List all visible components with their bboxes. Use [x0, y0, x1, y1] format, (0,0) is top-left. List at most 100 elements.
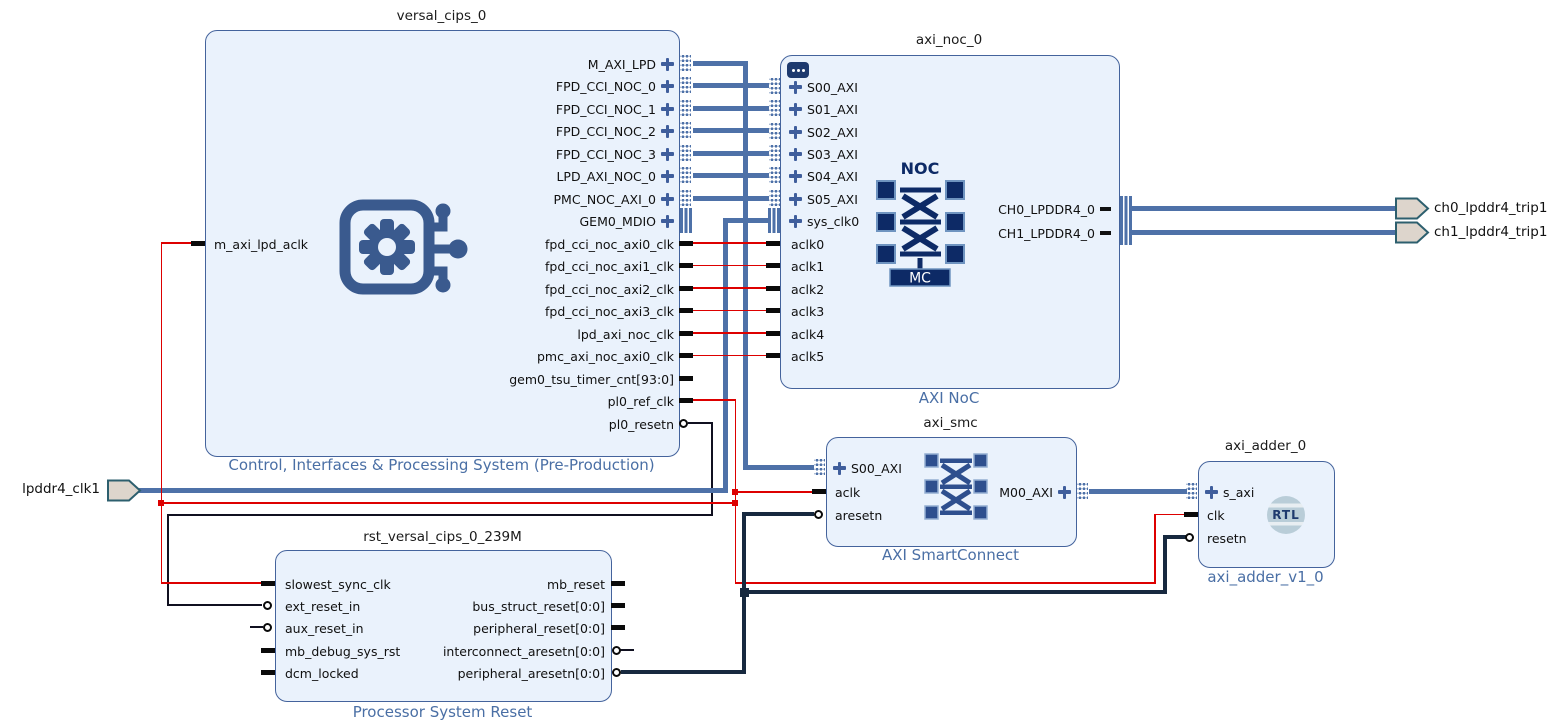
block-axi-adder[interactable]: RTL s_axi clk resetn [1198, 461, 1335, 568]
pin-stub[interactable] [611, 624, 625, 630]
block-axi-noc[interactable]: NOC MC S00_AXI S01_AXI S02_AXI S03_AXI [780, 55, 1120, 389]
pin-aclk0[interactable]: aclk0 [791, 236, 825, 252]
expand-plus-icon[interactable] [661, 147, 674, 161]
wire-pl0-resetn[interactable] [167, 514, 169, 606]
pin-aclk4[interactable]: aclk4 [791, 326, 825, 342]
wire-aclk1[interactable] [693, 264, 767, 267]
expand-plus-icon[interactable] [789, 80, 802, 94]
pin-stub[interactable] [679, 307, 693, 313]
wire-pl0-ref-clk[interactable] [1154, 513, 1156, 584]
pin-stub[interactable] [611, 602, 625, 608]
external-port-flag-ch0[interactable] [1394, 197, 1430, 220]
wire-clk-net[interactable] [161, 502, 736, 504]
pin-stub[interactable] [679, 285, 693, 291]
pin-stub[interactable] [1184, 511, 1198, 517]
pin-stub[interactable] [261, 580, 275, 586]
pin-stub-interface[interactable] [1120, 195, 1132, 221]
pin-s01-axi[interactable]: S01_AXI [789, 100, 858, 118]
wire-peripheral-aresetn[interactable] [621, 670, 746, 674]
pin-aclk1[interactable]: aclk1 [791, 258, 825, 274]
pin-stub-interface[interactable] [680, 53, 691, 73]
pin-slowest-sync-clk[interactable]: slowest_sync_clk [285, 576, 391, 592]
pin-lpd-axi-noc-clk[interactable]: lpd_axi_noc_clk [577, 326, 674, 342]
expand-plus-icon[interactable] [661, 192, 674, 206]
pin-ch1-lpddr4-0[interactable]: CH1_LPDDR4_0 [998, 224, 1111, 242]
pin-s-axi[interactable]: s_axi [1205, 483, 1254, 501]
wire-pl0-ref-clk[interactable] [735, 582, 1156, 584]
pin-stub-interface[interactable] [680, 75, 691, 95]
pin-aclk3[interactable]: aclk3 [791, 303, 825, 319]
pin-sys-clk0[interactable]: sys_clk0 [789, 212, 859, 230]
pin-stub[interactable] [191, 240, 205, 246]
pin-smc-m00-axi[interactable]: M00_AXI [999, 483, 1071, 501]
pin-stub-interface[interactable] [768, 207, 780, 233]
expand-plus-icon[interactable] [789, 192, 802, 206]
pin-gem0-mdio[interactable]: GEM0_MDIO [579, 212, 674, 230]
wire-aux-reset-stub[interactable] [250, 626, 263, 628]
expand-plus-icon[interactable] [661, 79, 674, 93]
pin-fpd-cci-noc-1[interactable]: FPD_CCI_NOC_1 [556, 100, 674, 118]
pin-adder-clk[interactable]: clk [1207, 507, 1225, 523]
pin-stub[interactable] [766, 352, 780, 358]
wire-pmc-noc-axi-0[interactable] [693, 195, 769, 201]
block-axi-smc[interactable]: S00_AXI aclk aresetn M00_AXI [826, 437, 1077, 547]
wire-fpd-cci-noc-0[interactable] [693, 83, 769, 88]
expand-plus-icon[interactable] [1205, 485, 1218, 499]
pin-s02-axi[interactable]: S02_AXI [789, 123, 858, 141]
pin-stub[interactable] [766, 330, 780, 336]
pin-stub[interactable] [679, 262, 693, 268]
pin-fpd-cci-noc-axi3-clk[interactable]: fpd_cci_noc_axi3_clk [545, 303, 674, 319]
wire-aclk0[interactable] [693, 242, 767, 244]
expand-plus-icon[interactable] [789, 125, 802, 139]
pin-mb-debug-sys-rst[interactable]: mb_debug_sys_rst [285, 643, 401, 659]
wire-m-axi-lpd[interactable] [743, 464, 814, 470]
expand-plus-icon[interactable] [789, 102, 802, 116]
pin-pmc-axi-noc-axi0-clk[interactable]: pmc_axi_noc_axi0_clk [536, 348, 674, 364]
pin-stub-interface[interactable] [1186, 481, 1197, 501]
wire-aclk3[interactable] [693, 309, 767, 312]
pin-smc-s00-axi[interactable]: S00_AXI [833, 459, 902, 477]
pin-fpd-cci-noc-axi1-clk[interactable]: fpd_cci_noc_axi1_clk [545, 258, 674, 274]
pin-stub-interface[interactable] [680, 188, 691, 208]
pin-fpd-cci-noc-2[interactable]: FPD_CCI_NOC_2 [556, 122, 674, 140]
pin-fpd-cci-noc-0[interactable]: FPD_CCI_NOC_0 [556, 77, 674, 95]
pin-stub[interactable] [261, 669, 275, 675]
wire-pl0-ref-clk[interactable] [735, 491, 812, 493]
pin-stub[interactable] [766, 240, 780, 246]
pin-stub-active-low[interactable] [611, 667, 621, 677]
pin-gem0-tsu-timer-cnt[interactable]: gem0_tsu_timer_cnt[93:0] [509, 371, 674, 387]
wire-clk-net[interactable] [160, 242, 162, 584]
pin-stub[interactable] [679, 397, 693, 403]
pin-peripheral-aresetn[interactable]: peripheral_aresetn[0:0] [457, 665, 605, 681]
pin-stub-interface[interactable] [680, 120, 691, 140]
wire-peripheral-aresetn[interactable] [1163, 535, 1167, 594]
block-versal-cips[interactable]: m_axi_lpd_aclk M_AXI_LPD FPD_CCI_NOC_0 F… [205, 30, 680, 457]
pin-stub[interactable] [261, 647, 275, 653]
pin-smc-aresetn[interactable]: aresetn [835, 507, 883, 523]
wire-clk-net[interactable] [161, 242, 192, 244]
expand-plus-icon[interactable] [1058, 485, 1071, 499]
pin-aclk5[interactable]: aclk5 [791, 348, 825, 364]
wire-aclk2[interactable] [693, 287, 767, 289]
pin-stub[interactable] [766, 307, 780, 313]
pin-s04-axi[interactable]: S04_AXI [789, 167, 858, 185]
expand-plus-icon[interactable] [789, 147, 802, 161]
wire-clk-net[interactable] [161, 582, 262, 584]
pin-stub-interface[interactable] [680, 143, 691, 163]
pin-stub-active-low[interactable] [611, 645, 621, 655]
wire-pl0-resetn[interactable] [688, 422, 713, 424]
pin-adder-resetn[interactable]: resetn [1207, 530, 1247, 546]
pin-stub-interface[interactable] [769, 165, 780, 185]
pin-fpd-cci-noc-3[interactable]: FPD_CCI_NOC_3 [556, 145, 674, 163]
pin-ch0-lpddr4-0[interactable]: CH0_LPDDR4_0 [998, 200, 1111, 218]
pin-stub-active-low[interactable] [1184, 532, 1194, 542]
pin-stub-active-low[interactable] [679, 418, 688, 428]
pin-pmc-noc-axi-0[interactable]: PMC_NOC_AXI_0 [554, 190, 674, 208]
expand-plus-icon[interactable] [661, 214, 674, 228]
block-proc-sys-reset[interactable]: slowest_sync_clk ext_reset_in aux_reset_… [275, 550, 612, 702]
pin-peripheral-reset[interactable]: peripheral_reset[0:0] [473, 620, 605, 636]
expand-plus-icon[interactable] [789, 214, 802, 228]
pin-pl0-resetn[interactable]: pl0_resetn [608, 416, 674, 432]
pin-stub[interactable] [679, 330, 693, 336]
pin-stub-active-low[interactable] [813, 509, 823, 519]
